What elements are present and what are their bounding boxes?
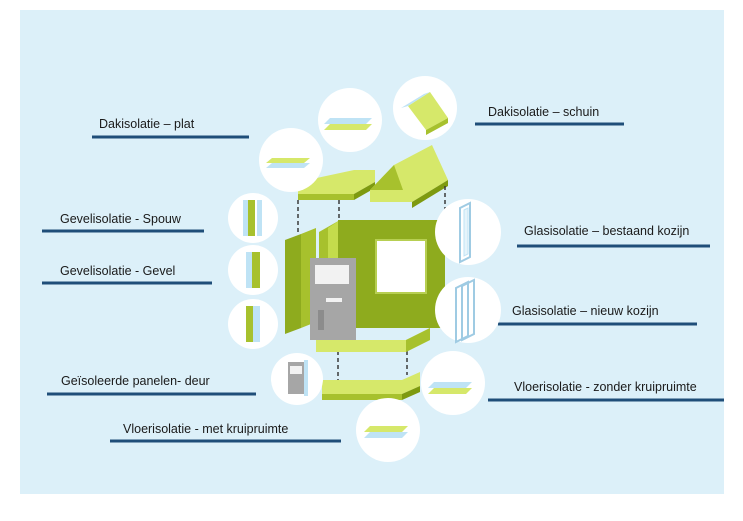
window-existing-icon (435, 199, 501, 265)
roof-flat-icon (259, 128, 323, 192)
label-vloer-zonder: Vloerisolatie - zonder kruipruimte (514, 380, 697, 394)
label-gevel-gevel: Gevelisolatie - Gevel (60, 264, 176, 278)
house-illustration (285, 145, 448, 400)
floor-crawl-icon (356, 398, 420, 462)
label-glas-bestaand: Glasisolatie – bestaand kozijn (524, 224, 690, 238)
label-vloer-met: Vloerisolatie - met kruipruimte (123, 422, 289, 436)
window-new-icon (435, 277, 501, 344)
label-gevel-spouw: Gevelisolatie - Spouw (60, 212, 181, 226)
roof-pitched-icon (393, 76, 457, 140)
wall-panel-icon (228, 299, 278, 349)
label-glas-nieuw: Glasisolatie – nieuw kozijn (512, 304, 659, 318)
door-panel-icon (271, 353, 323, 405)
cavity-wall-icon (228, 193, 278, 243)
insulation-diagram (42, 76, 724, 462)
roof-flat-icon (318, 88, 382, 152)
diagram-panel: Dakisolatie – plat Dakisolatie – schuin … (20, 10, 724, 494)
label-dak-plat: Dakisolatie – plat (99, 117, 195, 131)
label-dak-schuin: Dakisolatie – schuin (488, 105, 600, 119)
label-deur: Geïsoleerde panelen- deur (61, 374, 210, 388)
label-underlines (42, 122, 724, 443)
facade-wall-icon (228, 245, 278, 295)
floor-no-crawl-icon (421, 351, 485, 415)
